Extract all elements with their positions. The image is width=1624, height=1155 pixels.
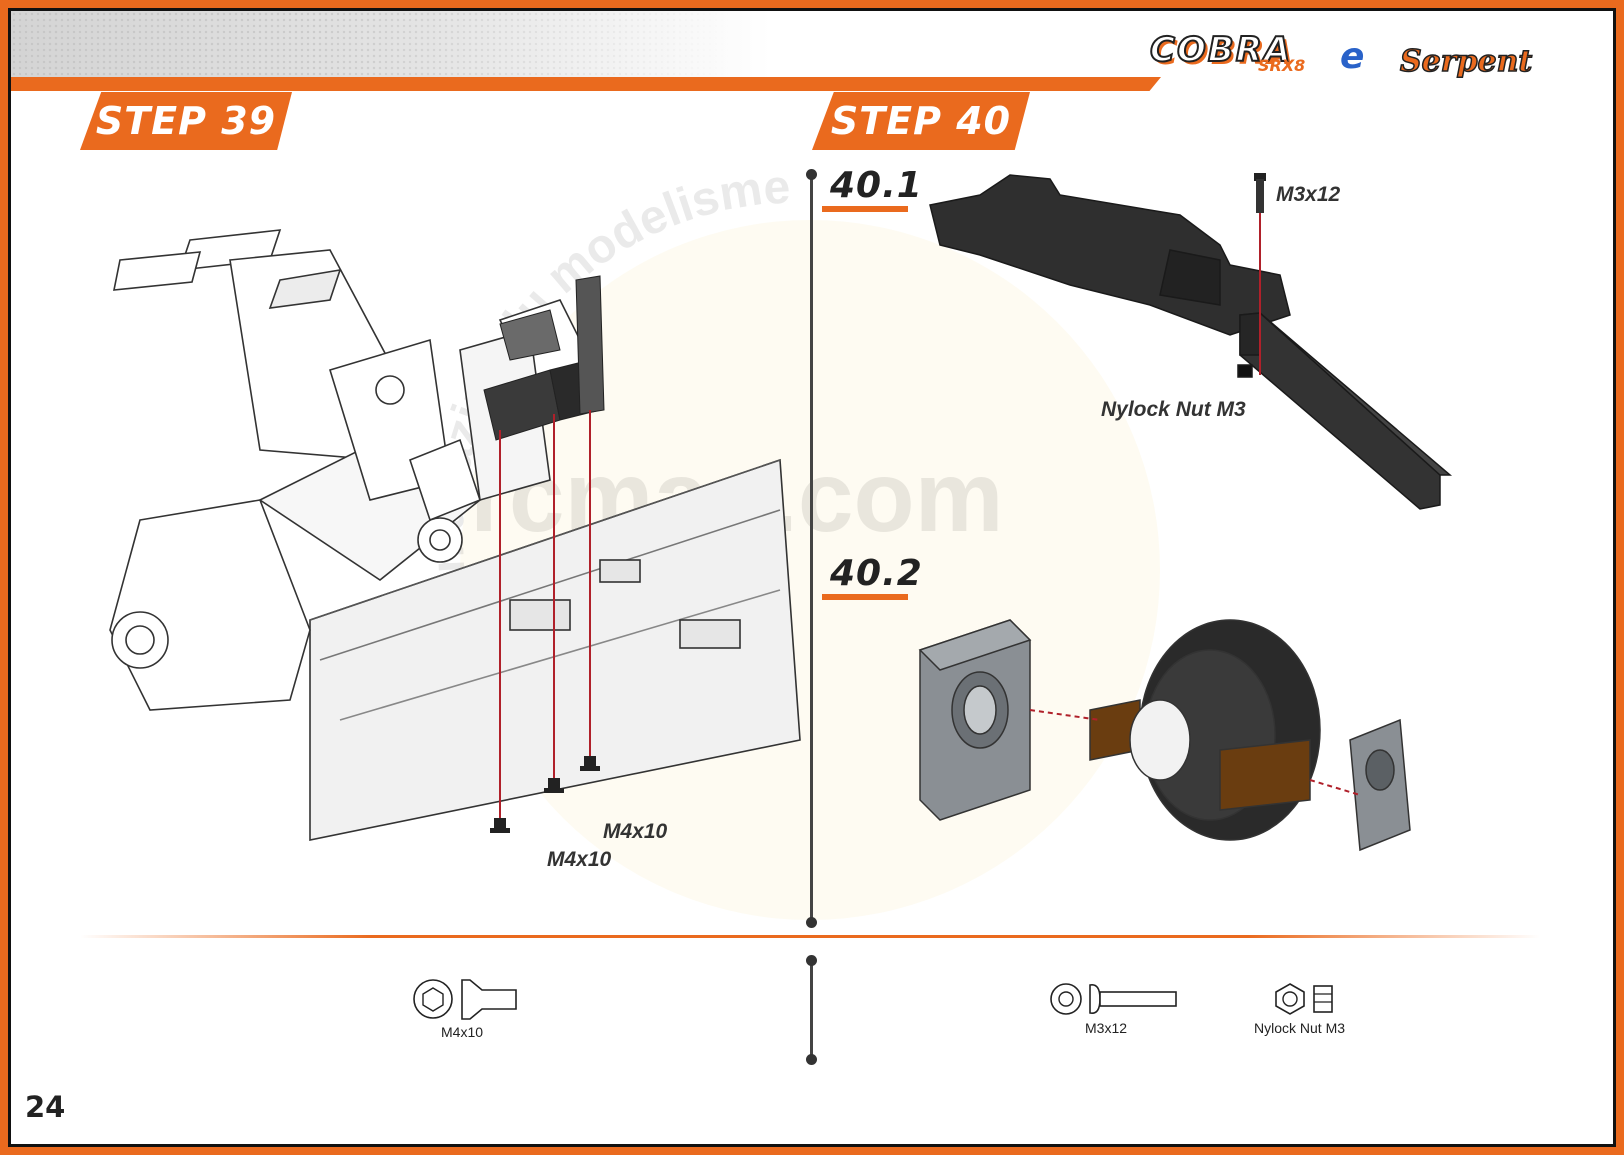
substep-40-1-label: 40.1 xyxy=(830,165,923,206)
button-head-screw-icon xyxy=(1050,983,1177,1015)
substep-40-2-label: 40.2 xyxy=(830,553,923,594)
callout-m4x10-lower: M4x10 xyxy=(547,848,612,871)
separator-dot-top xyxy=(806,169,817,180)
separator-dot-bottom xyxy=(806,917,817,928)
diff-illustration xyxy=(918,619,1411,852)
bottom-divider xyxy=(80,935,1540,938)
step-40-tab: STEP 40 xyxy=(812,92,1030,150)
flat-head-screw-icon xyxy=(413,979,517,1020)
serpent-logo: Serpent xyxy=(1399,43,1533,80)
header-orange-bar xyxy=(11,77,1161,91)
step-separator-line xyxy=(810,175,813,923)
callout-m4x10-upper: M4x10 xyxy=(603,820,668,843)
substep-40-2-underline xyxy=(822,594,908,600)
parts-separator-dot-bottom xyxy=(806,1054,817,1065)
part-label-nylock-nut: Nylock Nut M3 xyxy=(1254,1020,1346,1036)
substep-40-1-underline xyxy=(822,206,908,212)
parts-separator-line xyxy=(810,960,813,1060)
brace-illustration xyxy=(929,173,1453,510)
cobra-logo-sub: SRX8 xyxy=(1258,56,1306,75)
callout-nylock-nut: Nylock Nut M3 xyxy=(1101,398,1246,421)
parts-separator-dot-top xyxy=(806,955,817,966)
callout-m3x12: M3x12 xyxy=(1276,183,1341,206)
part-label-m4x10: M4x10 xyxy=(441,1024,484,1040)
page-number: 24 xyxy=(25,1090,66,1124)
step-39-tab: STEP 39 xyxy=(80,92,292,150)
header-dot-pattern xyxy=(11,11,771,77)
part-label-m3x12: M3x12 xyxy=(1085,1020,1128,1036)
cobra-logo: COBRA xyxy=(1149,29,1293,71)
nylock-nut-icon xyxy=(1275,983,1333,1015)
cobra-logo-e: e xyxy=(1340,36,1365,77)
chassis-illustration xyxy=(109,229,801,841)
